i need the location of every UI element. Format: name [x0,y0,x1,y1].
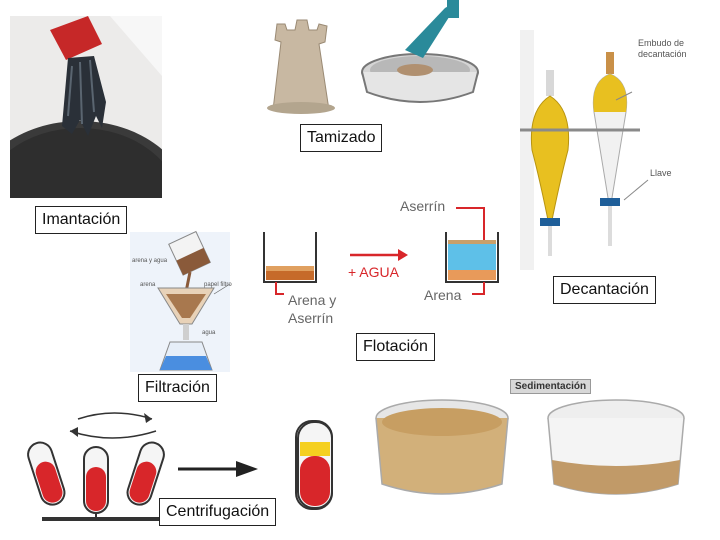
annotation-embudo-1: Embudo de [638,38,685,48]
annotation-filtro-papel: papel filtro [204,282,232,288]
sedimentation-tag: Sedimentación [510,379,592,394]
annotation-embudo-2: decantación [638,49,687,59]
label-filtracion: Filtración [138,374,217,402]
label-flotacion: Flotación [356,333,435,361]
flotation-diagram [263,207,499,295]
magnet-illustration [10,16,162,198]
annotation-llave: Llave [650,168,672,178]
label-imantacion: Imantación [35,206,128,234]
annotation-arena-aserrin-2: Aserrín [288,310,334,326]
annotation-filtro-agua: agua [202,330,216,336]
annotation-arena: Arena [424,287,462,303]
label-centrifugacion: Centrifugación [159,498,277,526]
sieving-illustration [267,0,479,114]
annotation-aserrin: Aserrín [400,198,446,214]
annotation-arena-aserrin-1: Arena y [288,292,337,308]
separated-tube-illustration [297,421,333,509]
annotation-agua: + AGUA [348,264,399,280]
filtration-illustration [130,230,231,372]
annotation-filtro-arena-agua: arena y agua [132,258,168,264]
decantation-funnels-illustration [520,30,649,270]
label-tamizado: Tamizado [300,124,383,152]
label-decantacion: Decantación [553,276,656,304]
annotation-filtro-arena: arena [140,282,156,288]
magnetization-photo [10,16,162,198]
sedimentation-bowls-illustration [375,399,685,495]
